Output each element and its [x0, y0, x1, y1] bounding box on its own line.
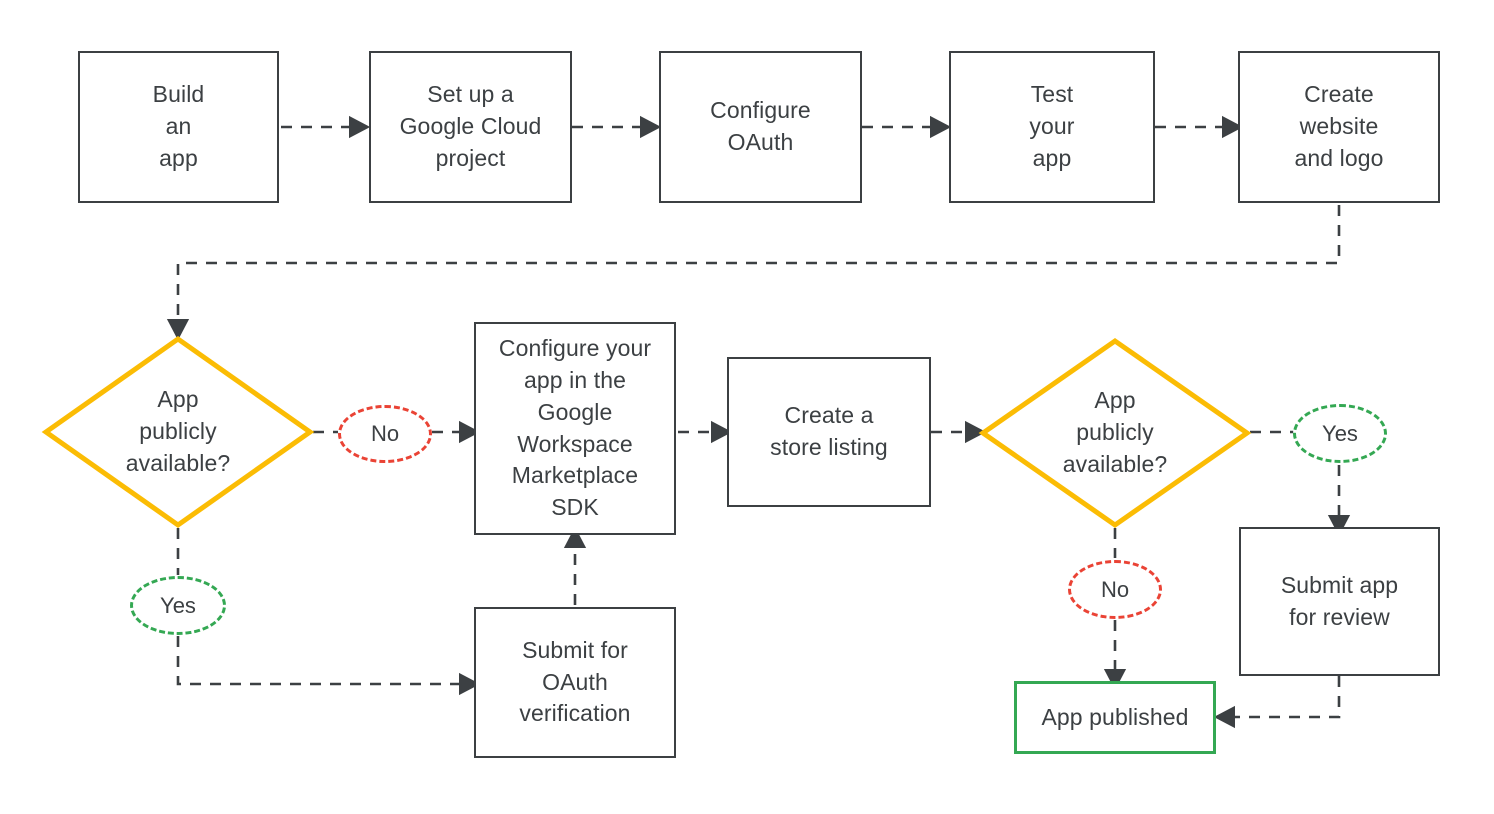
node-label: Test your app	[1029, 81, 1075, 171]
node-label: Configure OAuth	[710, 97, 811, 155]
edge-label-text: No	[370, 421, 400, 446]
node-decision-left-app-publicly-available[interactable]: App publicly available?	[41, 335, 315, 529]
node-label: App publicly available?	[125, 386, 231, 476]
node-set-up-project[interactable]: Set up a Google Cloud project	[369, 51, 572, 203]
node-configure-app-in-marketplace-sdk[interactable]: Configure your app in the Google Workspa…	[474, 322, 676, 535]
edge-label-left-no: No	[338, 405, 432, 463]
node-create-a-store-listing[interactable]: Create a store listing	[727, 357, 931, 507]
edge-yes-label-to-submit-oauth	[176, 636, 481, 696]
node-decision-right-app-publicly-available[interactable]: App publicly available?	[978, 337, 1252, 529]
node-label: App publicly available?	[1062, 387, 1168, 477]
node-label: Configure your app in the Google Workspa…	[498, 335, 652, 520]
node-submit-app-for-review[interactable]: Submit app for review	[1239, 527, 1440, 676]
edge-label-left-yes: Yes	[130, 576, 226, 635]
diamond-shape	[978, 337, 1252, 529]
node-label: Set up a Google Cloud project	[399, 81, 542, 171]
edge-label-text: Yes	[1322, 420, 1358, 446]
node-label: Submit app for review	[1280, 571, 1399, 630]
node-create-website-and-logo[interactable]: Create website and logo	[1238, 51, 1440, 203]
edge-label-text: No	[1100, 576, 1130, 602]
node-configure-oauth[interactable]: Configure OAuth	[659, 51, 862, 203]
node-app-published[interactable]: App published	[1014, 681, 1216, 754]
edge-label-text: Yes	[160, 592, 196, 618]
node-label: Create website and logo	[1294, 81, 1384, 171]
node-label: Build an app	[152, 81, 205, 171]
node-submit-for-oauth-verification[interactable]: Submit for OAuth verification	[474, 607, 676, 758]
node-build-an-app[interactable]: Build an app	[78, 51, 279, 203]
edge-label-right-yes: Yes	[1293, 404, 1387, 463]
edge-label-right-no: No	[1068, 560, 1162, 619]
node-label: Submit for OAuth verification	[519, 636, 631, 727]
node-test-your-app[interactable]: Test your app	[949, 51, 1155, 203]
edge-submit-review-to-app-published	[1213, 676, 1341, 729]
node-label: App published	[1041, 703, 1189, 730]
node-label: Create a store listing	[770, 402, 888, 460]
edge-website-to-decision-left	[166, 205, 1341, 341]
diamond-shape	[41, 335, 315, 529]
